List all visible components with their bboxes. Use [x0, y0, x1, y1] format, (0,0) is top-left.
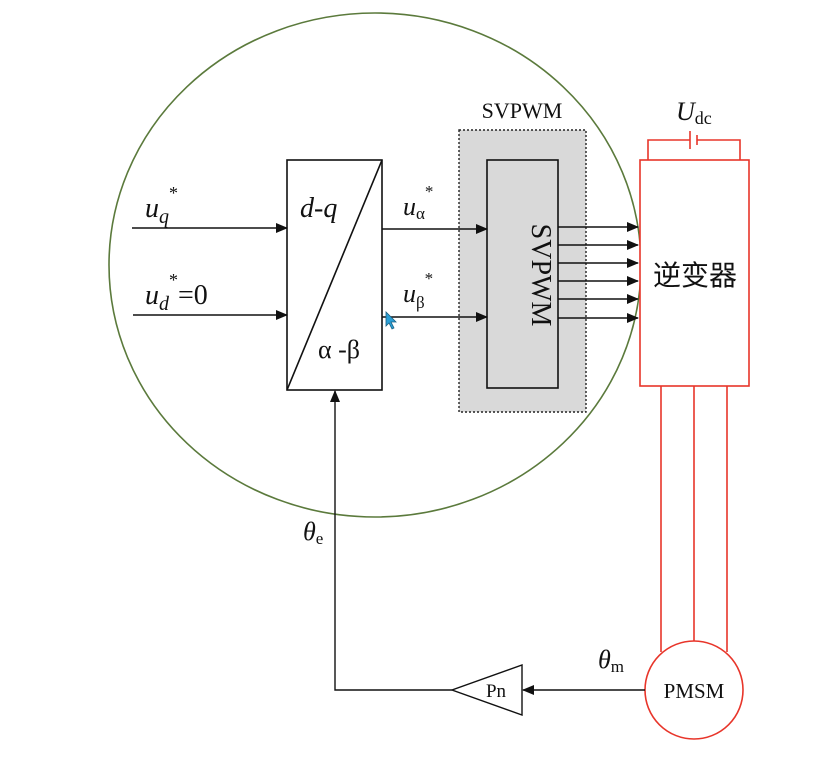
inverter-block — [639, 159, 750, 387]
alpha-beta-label: α -β — [318, 335, 360, 364]
ud-label: ud*=0 — [145, 270, 208, 315]
ualpha-label: uα* — [403, 182, 433, 223]
dq-label: d-q — [300, 193, 337, 224]
theta-e-feedback-arrow — [330, 390, 452, 691]
udc-label: Udc — [676, 97, 712, 128]
theta-m-label: θm — [598, 645, 624, 676]
theta-e-label: θe — [303, 517, 323, 548]
mouse-cursor-icon — [385, 311, 397, 330]
inverter-label: 逆变器 — [653, 259, 737, 292]
pwm-signal-arrows — [558, 222, 639, 323]
pn-label: Pn — [486, 681, 507, 702]
svpwm-group-label: SVPWM — [482, 98, 563, 123]
uq-label: uq* — [145, 183, 178, 228]
pmsm-label: PMSM — [664, 679, 725, 703]
ubeta-label: uβ* — [403, 269, 433, 312]
svpwm-block-label: SVPWM — [525, 224, 556, 327]
dc-capacitor — [647, 131, 741, 160]
pn-gain-block — [449, 664, 523, 716]
svpwm-block — [486, 159, 559, 389]
phase-wires — [660, 386, 728, 652]
